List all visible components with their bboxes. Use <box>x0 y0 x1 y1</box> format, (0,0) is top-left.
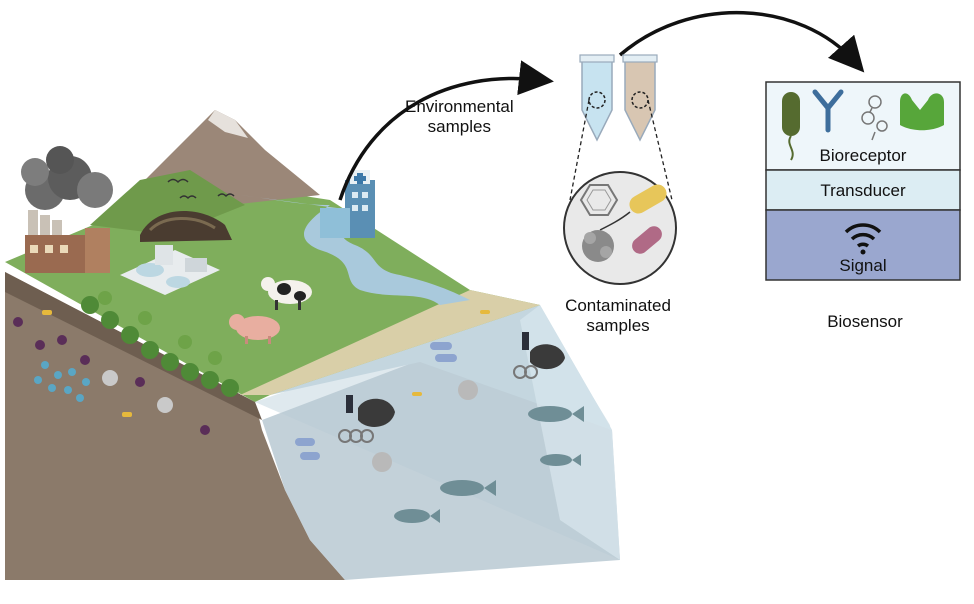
smoke-cloud <box>21 146 113 210</box>
sand-shore <box>240 290 540 395</box>
transducer-label: Transducer <box>820 181 906 200</box>
pill-icon <box>632 226 662 254</box>
signal-label: Signal <box>839 256 887 275</box>
soil-contaminants <box>13 310 210 435</box>
environmental-label-line1: Environmental <box>405 97 514 116</box>
landscape-block <box>5 110 620 585</box>
factory <box>25 210 110 273</box>
contaminated-label-line2: samples <box>586 316 650 335</box>
landfill <box>140 211 232 242</box>
zoom-line <box>647 99 673 201</box>
arrow-to-biosensor <box>618 10 865 73</box>
environmental-label-line2: samples <box>427 117 491 136</box>
bacteria-icon <box>629 184 667 214</box>
crop-rows <box>81 291 239 397</box>
fish <box>394 406 584 523</box>
biosensor-box <box>765 81 961 281</box>
sample-tube-soil <box>622 54 658 142</box>
enzyme-icon <box>900 93 944 131</box>
cow <box>261 277 312 310</box>
bird-icon <box>217 193 235 198</box>
river <box>240 195 470 305</box>
hospital-building <box>320 170 375 238</box>
biosensor-label: Biosensor <box>827 312 903 331</box>
pig <box>229 314 280 344</box>
wifi-signal-icon <box>844 223 882 255</box>
contaminated-label-line1: Contaminated <box>565 296 671 315</box>
bird-icon <box>179 195 197 200</box>
mountain-snowcap <box>208 110 248 138</box>
treatment-plant <box>120 245 220 295</box>
soil-face <box>5 272 345 580</box>
contaminated-label: Contaminated samples <box>548 296 688 336</box>
water-contaminants <box>295 310 565 472</box>
antibody-icon <box>812 89 844 133</box>
environmental-label: Environmental samples <box>405 97 514 137</box>
bioreceptor-label: Bioreceptor <box>819 146 907 165</box>
arrow-to-samples <box>338 60 554 201</box>
benzene-ring-icon <box>579 184 619 216</box>
soil-top-band <box>5 272 262 420</box>
bird-icon <box>167 178 189 184</box>
zoom-line <box>569 99 590 201</box>
sample-tube-water <box>579 54 615 142</box>
aptamer-icon <box>861 95 888 141</box>
contaminant-zoom-circle <box>563 171 677 285</box>
bacterium-receptor-icon <box>782 92 800 161</box>
